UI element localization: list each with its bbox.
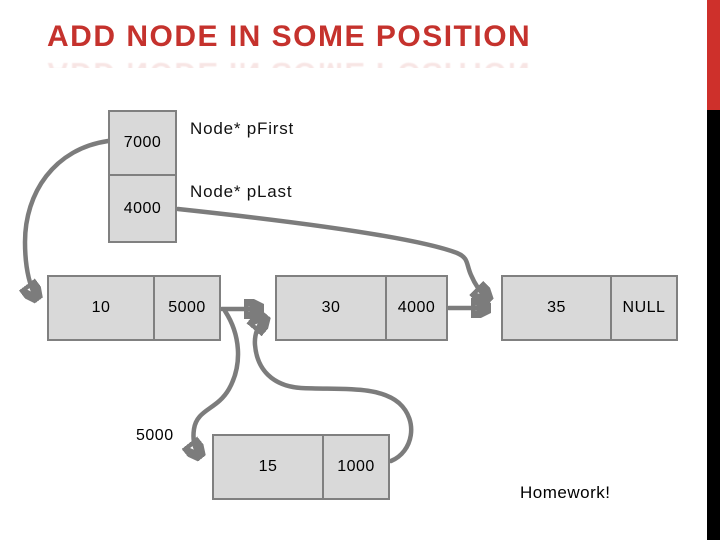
newnode-next-cell: 1000: [322, 434, 390, 500]
newnode-address-label: 5000: [136, 427, 174, 444]
homework-note: Homework!: [520, 483, 611, 502]
node1-next-cell: 5000: [153, 275, 221, 341]
slide-title: ADD NODE IN SOME POSITION: [47, 20, 532, 53]
plast-address-box: 4000: [108, 174, 177, 243]
newnode-data-cell: 15: [212, 434, 324, 500]
node2-next-cell: 4000: [385, 275, 448, 341]
node3-next-cell: NULL: [610, 275, 678, 341]
node3-data-cell: 35: [501, 275, 612, 341]
node2-data-cell: 30: [275, 275, 387, 341]
accent-bar-red: [707, 0, 720, 110]
node1-data-cell: 10: [47, 275, 155, 341]
pfirst-label: Node* pFirst: [190, 119, 295, 138]
accent-bar-black: [707, 110, 720, 540]
pfirst-address-box: 7000: [108, 110, 177, 176]
plast-label: Node* pLast: [190, 182, 293, 201]
title-reflection: ADD NODE IN SOME POSITION: [47, 54, 667, 68]
